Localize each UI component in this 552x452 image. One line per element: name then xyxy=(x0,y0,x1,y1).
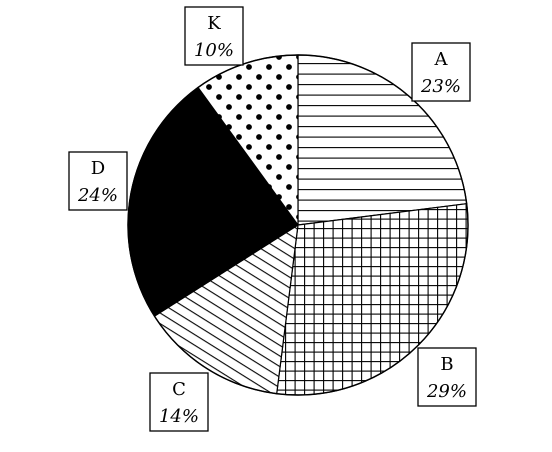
slice-label-name: K xyxy=(207,13,221,34)
slice-label-percent: 23% xyxy=(420,76,461,97)
slice-label-name: B xyxy=(440,354,453,375)
slice-label-box xyxy=(68,151,128,211)
slice-label-d: D 24% xyxy=(68,151,128,211)
slice-label-percent: 24% xyxy=(77,185,118,206)
slice-label-a: A 23% xyxy=(411,42,471,102)
slice-label-c: C 14% xyxy=(149,372,209,432)
slice-label-percent: 14% xyxy=(159,406,199,427)
slice-label-k: K 10% xyxy=(184,6,244,66)
slice-label-name: D xyxy=(91,158,105,179)
slice-label-box xyxy=(417,347,477,407)
slice-label-percent: 10% xyxy=(194,40,234,61)
slice-label-name: A xyxy=(434,49,449,70)
slice-label-box xyxy=(184,6,244,66)
slice-label-b: B 29% xyxy=(417,347,477,407)
slice-label-box xyxy=(411,42,471,102)
slice-label-percent: 29% xyxy=(426,381,467,402)
slice-label-box xyxy=(149,372,209,432)
slice-label-name: C xyxy=(172,379,186,400)
pie-outline xyxy=(127,54,469,396)
